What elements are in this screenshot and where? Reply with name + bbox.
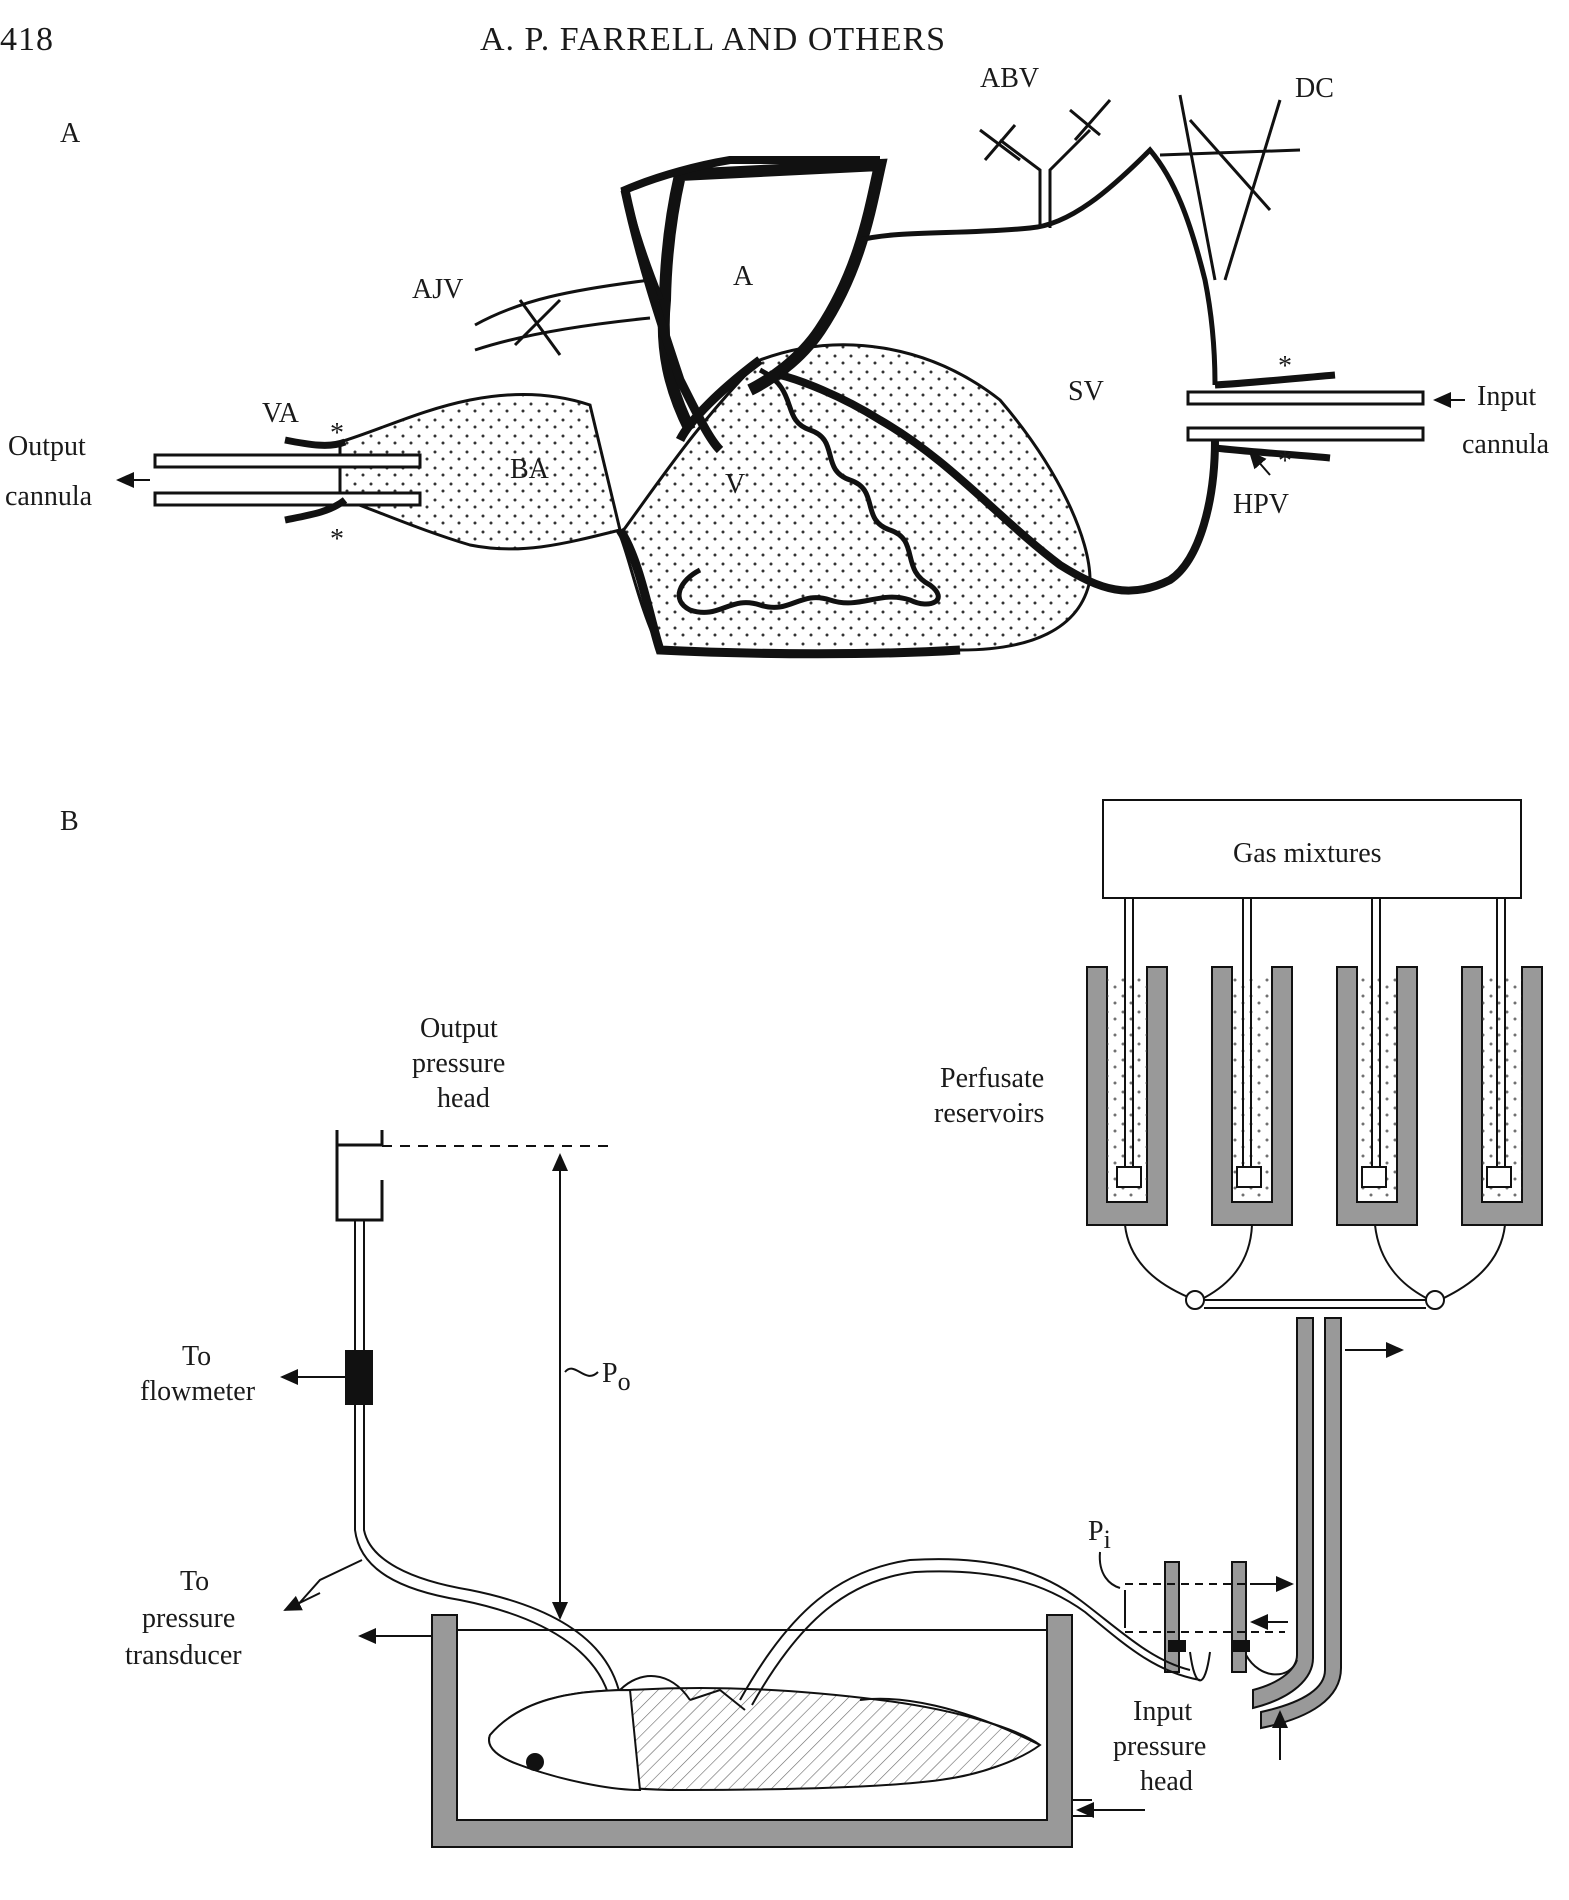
label-output-head-2: pressure [412, 1048, 505, 1079]
label-input-head-2: pressure [1113, 1731, 1206, 1762]
va-tie-bottom: * [330, 524, 344, 555]
reservoir-2 [1211, 898, 1293, 1226]
sv-tie-bottom: * [1278, 446, 1292, 477]
label-input-head-3: head [1140, 1766, 1193, 1797]
label-abv: ABV [980, 63, 1039, 94]
va-tie-top: * [330, 418, 344, 449]
flowmeter [345, 1350, 373, 1405]
po-leader [564, 1367, 599, 1377]
input-pressure-head [1124, 1561, 1298, 1682]
supply-jacket [1252, 1317, 1314, 1710]
label-output-cannula-1: Output [8, 431, 86, 462]
label-output-head-1: Output [420, 1013, 498, 1044]
abv-ties [979, 99, 1112, 162]
panel-a-label: A [60, 118, 81, 149]
atrium-left-wall [620, 189, 724, 454]
sinus-venosus [859, 146, 1218, 386]
manifold [1124, 1224, 1506, 1310]
label-input-cannula-1: Input [1477, 381, 1536, 412]
supply-jacket-outer [1260, 1317, 1342, 1730]
pi-leader [1098, 1551, 1121, 1589]
bath-inlet [1072, 1799, 1092, 1817]
label-a: A [733, 261, 754, 292]
label-transducer-3: transducer [125, 1640, 242, 1671]
panel-b: B Gas mixtures [60, 799, 1543, 1848]
label-pi: Pi [1088, 1516, 1111, 1554]
output-cannula: * * [153, 418, 422, 555]
dc-vessel [1159, 94, 1301, 281]
label-sv: SV [1068, 376, 1104, 407]
label-va: VA [262, 398, 300, 429]
fish [488, 1675, 1042, 1792]
ventricle-trabeculae [676, 367, 941, 615]
reservoir-3 [1336, 898, 1418, 1226]
running-title: A. P. FARRELL AND OTHERS [480, 21, 946, 58]
ajv-vessel [474, 278, 651, 356]
label-output-cannula-2: cannula [5, 481, 93, 512]
input-cannula: * * [1186, 351, 1425, 477]
gas-mixtures-box [1102, 799, 1522, 899]
valve-left[interactable] [1185, 1290, 1205, 1310]
label-output-head-3: head [437, 1083, 490, 1114]
sv-tie-top: * [1278, 351, 1292, 382]
label-dc: DC [1295, 73, 1334, 104]
transducer-arrow [283, 1592, 321, 1611]
input-tube [739, 1558, 1201, 1706]
label-input-cannula-2: cannula [1462, 429, 1550, 460]
hpv-arrow [1248, 450, 1271, 476]
abv-vessel [999, 128, 1092, 228]
label-input-head-1: Input [1133, 1696, 1192, 1727]
label-perfusate-2: reservoirs [934, 1098, 1044, 1129]
label-flowmeter-2: flowmeter [140, 1376, 256, 1407]
label-v: V [725, 469, 745, 500]
page-number: 418 [0, 21, 54, 58]
label-gas-mixtures: Gas mixtures [1233, 838, 1382, 869]
bath [431, 1614, 1073, 1848]
panel-b-label: B [60, 806, 79, 837]
sinus-venosus-lower [779, 371, 1219, 595]
label-ajv: AJV [412, 274, 463, 305]
label-hpv: HPV [1233, 489, 1289, 520]
label-po: Po [602, 1358, 631, 1396]
label-transducer-2: pressure [142, 1603, 235, 1634]
reservoir-1 [1086, 898, 1168, 1226]
perfusate-reservoirs [1086, 898, 1543, 1226]
label-ba: BA [510, 454, 550, 485]
label-perfusate-1: Perfusate [940, 1063, 1044, 1094]
bulbus-arteriosus [338, 393, 622, 551]
heart-outline [616, 356, 961, 659]
label-flowmeter-1: To [182, 1341, 211, 1372]
reservoir-4 [1461, 898, 1543, 1226]
panel-a: A * * [5, 63, 1550, 659]
output-pressure-head [280, 1130, 621, 1701]
label-transducer-1: To [180, 1566, 209, 1597]
valve-right[interactable] [1425, 1290, 1445, 1310]
